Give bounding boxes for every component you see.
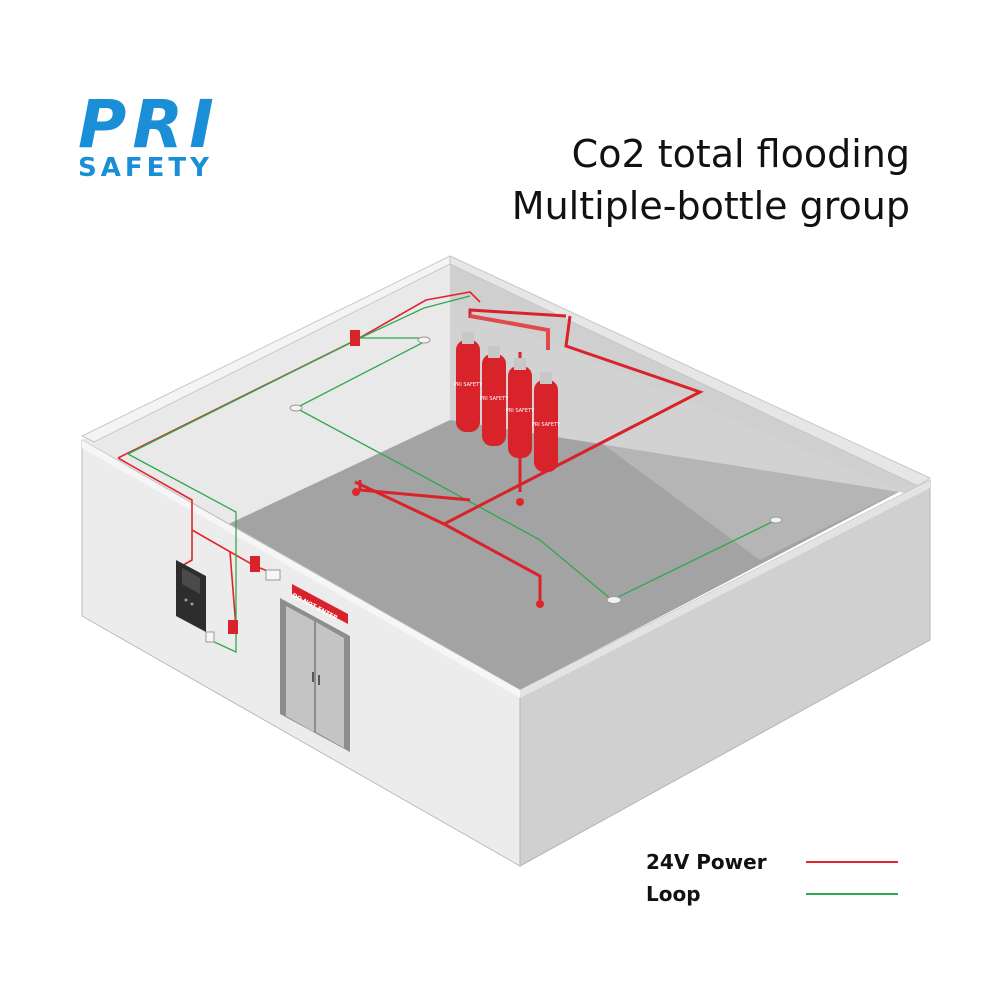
nozzle-1: [352, 488, 360, 496]
nozzle-3: [536, 600, 544, 608]
legend: 24V Power Loop: [646, 848, 906, 912]
title-line-1: Co2 total flooding: [571, 132, 910, 176]
co2-cylinder-bank: PRI SAFETY PRI SAFETY PRI SAFETY PRI SAF…: [454, 332, 561, 472]
detector-4: [769, 516, 783, 524]
legend-swatch-loop: [806, 893, 898, 895]
detector-1: [289, 404, 303, 412]
loop-wiring: [127, 295, 777, 654]
smoke-detectors: [289, 336, 783, 604]
cylinder-label-1: PRI SAFETY: [454, 382, 483, 388]
logo-wordmark: PRI: [78, 86, 220, 163]
wall-switch: [205, 631, 215, 643]
entry-door: [280, 598, 350, 752]
co2-cylinder-1: PRI SAFETY: [454, 332, 483, 432]
legend-label-power: 24V Power: [646, 850, 767, 874]
front-right-rim: [520, 480, 930, 698]
back-left-wall: [82, 262, 450, 528]
diagram-title: Co2 total flooding Multiple-bottle group: [512, 128, 910, 232]
cylinder-label-3: PRI SAFETY: [506, 408, 535, 414]
legend-label-loop: Loop: [646, 882, 701, 906]
manifold-pipe: [469, 314, 550, 350]
co2-cylinder-2: PRI SAFETY: [480, 346, 509, 446]
legend-item-power: 24V Power: [646, 848, 906, 880]
discharge-nozzles: [352, 488, 544, 608]
pri-safety-logo: PRI SAFETY: [78, 86, 243, 183]
legend-item-loop: Loop: [646, 880, 906, 912]
do-not-enter-sign: [292, 584, 348, 624]
detector-2: [417, 336, 431, 344]
cylinder-label-2: PRI SAFETY: [480, 396, 509, 402]
logo-subtitle: SAFETY: [78, 153, 213, 183]
title-line-2: Multiple-bottle group: [511, 184, 910, 228]
status-light: [265, 569, 281, 581]
manual-release-2: [228, 620, 238, 634]
nozzle-2: [516, 498, 524, 506]
manual-release-1: [250, 556, 260, 572]
co2-cylinder-4: PRI SAFETY: [532, 372, 561, 472]
cylinder-label-4: PRI SAFETY: [532, 422, 561, 428]
legend-swatch-power: [806, 861, 898, 863]
co2-cylinder-3: PRI SAFETY: [506, 358, 535, 458]
detector-3: [606, 596, 622, 604]
wall-alarm-bell: [350, 330, 360, 346]
fire-control-panel: [176, 560, 206, 632]
front-right-wall: [519, 479, 931, 867]
